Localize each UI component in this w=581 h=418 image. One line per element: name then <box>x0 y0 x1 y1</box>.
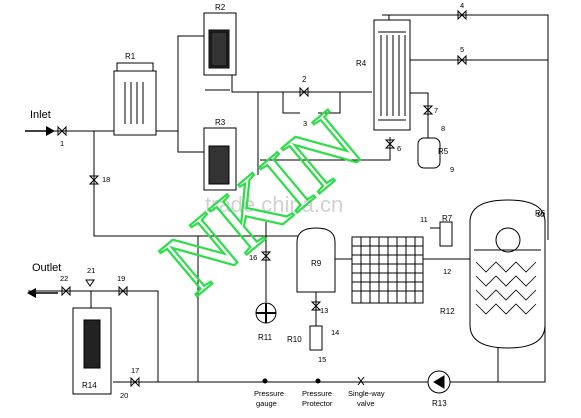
valve-label-10: 10 <box>536 210 544 219</box>
single-way-valve-icon <box>357 376 365 386</box>
valve-17-icon <box>130 376 140 388</box>
label-r9: R9 <box>311 259 322 268</box>
r1-vessel <box>113 62 157 136</box>
r7-meter <box>439 221 453 247</box>
label-r5: R5 <box>438 147 449 156</box>
pipe-outlet <box>28 290 159 382</box>
r10-meter <box>309 325 323 351</box>
label-pressure-gauge-1: Pressure <box>254 389 284 398</box>
label-r13: R13 <box>432 399 447 408</box>
label-r11: R11 <box>258 333 273 342</box>
valve-5-icon <box>457 54 467 66</box>
valve-label-2: 2 <box>302 75 307 84</box>
outlet-arrow <box>27 288 58 298</box>
pressure-gauge-icon <box>262 378 268 384</box>
r5-tank <box>417 137 441 169</box>
valve-7-icon <box>422 105 434 115</box>
r6-tank <box>469 199 546 349</box>
valve-label-19: 19 <box>117 274 125 283</box>
pipe-to-r3 <box>177 131 205 153</box>
label-r10: R10 <box>287 335 302 344</box>
valve-label-17: 17 <box>131 366 139 375</box>
valve-label-14: 14 <box>331 328 339 337</box>
valve-label-16: 16 <box>249 253 257 262</box>
label-r7: R7 <box>442 214 453 223</box>
valve-16-icon <box>260 251 272 261</box>
valve-label-7: 7 <box>434 106 438 115</box>
valve-18-icon <box>88 175 100 185</box>
r3-vessel <box>203 127 237 191</box>
valve-1-icon <box>57 125 67 137</box>
valve-21-icon <box>85 279 95 287</box>
pipe-valve-18 <box>93 131 316 237</box>
label-single-way-valve-1: Single-way <box>348 389 385 398</box>
valve-label-12: 12 <box>443 267 451 276</box>
label-r1: R1 <box>125 52 136 61</box>
label-outlet: Outlet <box>32 262 61 274</box>
valve-label-20: 20 <box>120 391 128 400</box>
r4-column <box>373 19 411 131</box>
valve-label-18: 18 <box>102 175 110 184</box>
valve-label-1: 1 <box>60 139 64 148</box>
inline-instruments <box>262 376 365 386</box>
inlet-arrow <box>25 126 55 136</box>
pipe-valve-4 <box>382 14 549 190</box>
r2-vessel <box>203 12 237 76</box>
label-single-way-valve-2: valve <box>357 399 375 408</box>
valve-label-13: 13 <box>320 306 328 315</box>
valve-label-15: 15 <box>318 355 326 364</box>
label-pressure-protector-2: Protector <box>302 399 333 408</box>
valve-label-11: 11 <box>420 215 428 224</box>
valve-symbols <box>57 9 467 388</box>
valve-label-4: 4 <box>460 1 464 10</box>
valve-label-22: 22 <box>60 274 68 283</box>
valve-label-6: 6 <box>397 144 401 153</box>
label-inlet: Inlet <box>30 109 51 121</box>
watermark-brand: NKIN <box>144 93 380 313</box>
label-r6: R6 <box>535 209 546 218</box>
valve-label-3: 3 <box>303 119 307 128</box>
label-r4: R4 <box>356 59 367 68</box>
valve-label-21: 21 <box>87 266 95 275</box>
pipes <box>28 14 549 383</box>
valve-label-5: 5 <box>460 45 464 54</box>
watermark-site: trade.china.cn <box>205 192 343 217</box>
heat-exchanger <box>351 236 424 304</box>
valve-label-8: 8 <box>441 124 445 133</box>
r9-tank <box>296 227 336 293</box>
label-pressure-protector-1: Pressure <box>302 389 332 398</box>
label-pressure-gauge-2: gauge <box>256 399 277 408</box>
pressure-protector-icon <box>315 378 321 384</box>
valve-2-icon <box>299 86 309 98</box>
r14-vessel <box>72 307 112 395</box>
valve-6-icon <box>384 139 396 149</box>
r11-pump <box>255 302 277 324</box>
valve-4-icon <box>457 9 467 21</box>
valve-13-icon <box>310 301 322 311</box>
valve-22-icon <box>61 285 71 297</box>
pipe-to-r2 <box>152 35 205 132</box>
label-r14: R14 <box>82 381 97 390</box>
label-r12: R12 <box>440 307 455 316</box>
r13-pump <box>427 370 451 394</box>
label-r3: R3 <box>215 118 226 127</box>
label-r2: R2 <box>215 3 226 12</box>
valve-label-9: 9 <box>450 165 454 174</box>
valve-19-icon <box>118 285 128 297</box>
